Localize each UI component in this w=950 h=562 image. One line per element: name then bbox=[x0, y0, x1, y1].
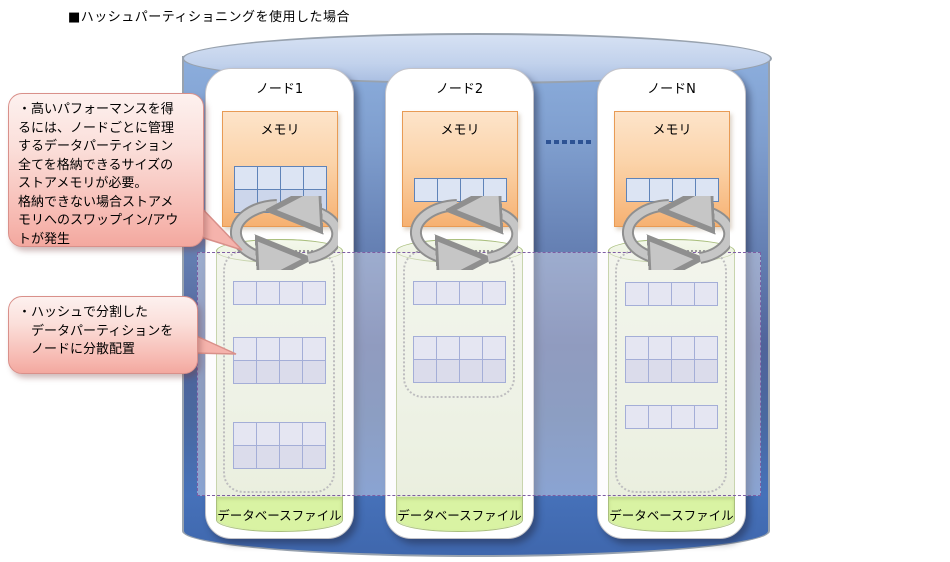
table-cell bbox=[626, 360, 648, 382]
table-cell bbox=[280, 361, 302, 383]
table-cell bbox=[304, 167, 326, 189]
table-cell bbox=[626, 283, 648, 305]
table-cell bbox=[649, 337, 671, 359]
table-cell bbox=[303, 282, 325, 304]
data-partition-table bbox=[413, 336, 506, 383]
table-cell bbox=[280, 338, 302, 360]
table-cell bbox=[303, 361, 325, 383]
table-cell bbox=[460, 360, 482, 382]
table-cell bbox=[281, 167, 303, 189]
database-file-cylinder: データベースファイル bbox=[608, 239, 735, 532]
table-cell bbox=[437, 282, 459, 304]
memory-label: メモリ bbox=[440, 123, 480, 138]
table-cell bbox=[649, 360, 671, 382]
table-cell bbox=[437, 360, 459, 382]
memory-label: メモリ bbox=[652, 123, 692, 138]
page-title: ■ハッシュパーティショニングを使用した場合 bbox=[68, 10, 351, 25]
node-panel: ノード1 メモリ データベースファイル bbox=[205, 68, 354, 539]
data-partition-table bbox=[233, 281, 326, 305]
ellipsis-dot bbox=[570, 140, 575, 144]
table-cell bbox=[695, 406, 717, 428]
ellipsis-dot bbox=[554, 140, 559, 144]
database-file-label: データベースファイル bbox=[609, 497, 734, 531]
table-cell bbox=[414, 282, 436, 304]
table-cell bbox=[461, 179, 483, 201]
table-cell bbox=[234, 282, 256, 304]
table-cell bbox=[258, 167, 280, 189]
table-cell bbox=[438, 179, 460, 201]
ellipsis-dot bbox=[546, 140, 551, 144]
node-panel: ノード2 メモリ データベースファイル bbox=[385, 68, 534, 539]
data-partition-table bbox=[233, 422, 326, 469]
table-cell bbox=[303, 423, 325, 445]
partition-distribution-overlay bbox=[197, 252, 761, 496]
table-cell bbox=[695, 337, 717, 359]
table-cell bbox=[234, 446, 256, 468]
table-cell bbox=[414, 360, 436, 382]
table-cell bbox=[415, 179, 437, 201]
data-partition-table bbox=[625, 405, 718, 429]
memory-label: メモリ bbox=[260, 123, 300, 138]
table-cell bbox=[483, 282, 505, 304]
table-cell bbox=[626, 406, 648, 428]
database-file-label: データベースファイル bbox=[217, 497, 342, 531]
table-cell bbox=[257, 423, 279, 445]
table-cell bbox=[626, 337, 648, 359]
table-cell bbox=[257, 361, 279, 383]
table-cell bbox=[695, 360, 717, 382]
table-cell bbox=[460, 337, 482, 359]
node-title: ノード1 bbox=[255, 82, 304, 97]
table-cell bbox=[414, 337, 436, 359]
callout-hash-note: ・ハッシュで分割した データパーティションを ノードに分散配置 bbox=[8, 296, 198, 374]
callout-performance-note: ・高いパフォーマンスを得 るには、ノードごとに管理 するデータパーティション 全… bbox=[8, 93, 204, 247]
node-title: ノード2 bbox=[435, 82, 484, 97]
table-cell bbox=[257, 338, 279, 360]
table-cell bbox=[650, 179, 672, 201]
swap-in-out-cycle-icon bbox=[229, 196, 338, 270]
database-file-label: データベースファイル bbox=[397, 497, 522, 531]
ellipsis-dot bbox=[578, 140, 583, 144]
table-cell bbox=[235, 167, 257, 189]
table-cell bbox=[483, 337, 505, 359]
table-cell bbox=[649, 283, 671, 305]
node-panel: ノードN メモリ データベースファイル bbox=[597, 68, 746, 539]
swap-in-out-cycle-icon bbox=[409, 196, 518, 270]
ellipsis-dot bbox=[586, 140, 591, 144]
table-cell bbox=[649, 406, 671, 428]
table-cell bbox=[672, 283, 694, 305]
data-partition-table bbox=[413, 281, 506, 305]
table-cell bbox=[303, 338, 325, 360]
table-cell bbox=[483, 360, 505, 382]
table-cell bbox=[672, 406, 694, 428]
node-title: ノードN bbox=[647, 82, 696, 97]
ellipsis-dot bbox=[562, 140, 567, 144]
table-cell bbox=[257, 282, 279, 304]
table-cell bbox=[484, 179, 506, 201]
table-cell bbox=[280, 446, 302, 468]
table-cell bbox=[280, 423, 302, 445]
table-cell bbox=[460, 282, 482, 304]
data-partition-table bbox=[233, 337, 326, 384]
swap-in-out-cycle-icon bbox=[621, 196, 730, 270]
table-cell bbox=[673, 179, 695, 201]
table-cell bbox=[234, 423, 256, 445]
table-cell bbox=[437, 337, 459, 359]
table-cell bbox=[234, 338, 256, 360]
table-cell bbox=[627, 179, 649, 201]
more-nodes-ellipsis bbox=[546, 140, 591, 144]
table-cell bbox=[303, 446, 325, 468]
data-partition-table bbox=[625, 336, 718, 383]
table-cell bbox=[672, 337, 694, 359]
data-partition-table bbox=[625, 282, 718, 306]
table-cell bbox=[695, 283, 717, 305]
table-cell bbox=[234, 361, 256, 383]
table-cell bbox=[696, 179, 718, 201]
table-cell bbox=[672, 360, 694, 382]
table-cell bbox=[257, 446, 279, 468]
database-file-cylinder: データベースファイル bbox=[396, 239, 523, 532]
table-cell bbox=[280, 282, 302, 304]
